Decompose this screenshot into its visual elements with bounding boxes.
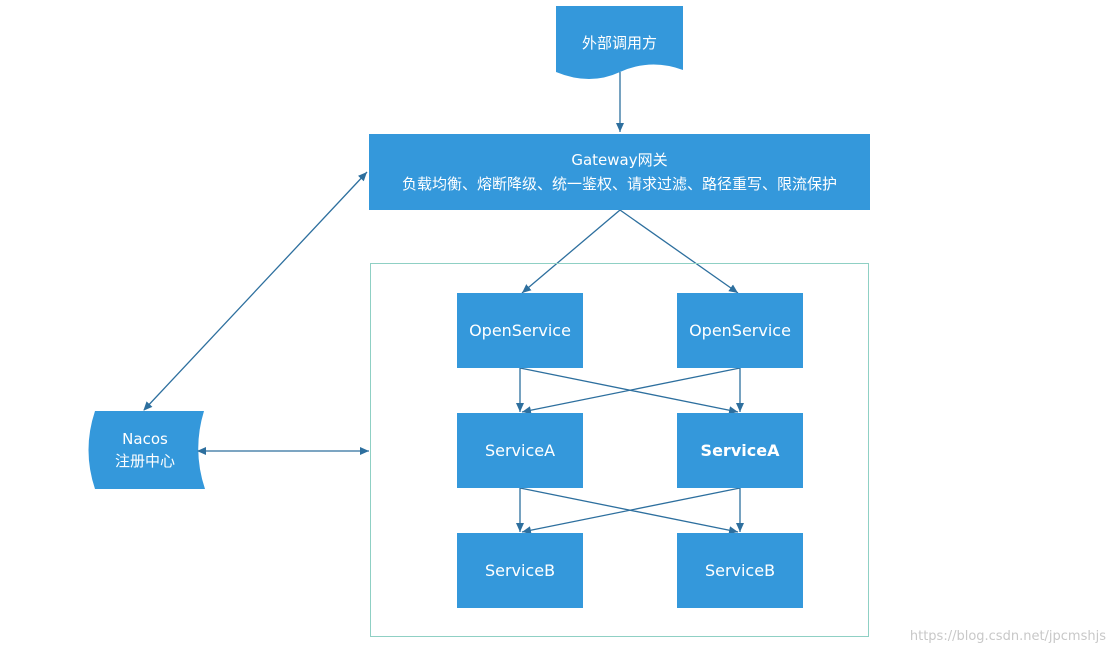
service-a-left: ServiceA (457, 413, 583, 488)
arrow-openright-to-aleft (521, 367, 741, 415)
arrow-gateway-to-open-left (521, 209, 621, 294)
nacos-shape (88, 411, 205, 489)
service-a-right: ServiceA (677, 413, 803, 488)
watermark: https://blog.csdn.net/jpcmshjs (909, 629, 1106, 644)
service-b-right: ServiceB (677, 533, 803, 608)
nacos-subtitle: 注册中心 (114, 452, 175, 470)
arrow-nacos-gateway (143, 171, 368, 411)
gateway-title: Gateway网关 (571, 151, 668, 169)
external-caller-label: 外部调用方 (581, 33, 657, 52)
services-container (370, 263, 869, 637)
arrow-gateway-to-open-right (619, 209, 739, 294)
arrow-aright-to-bleft (521, 487, 741, 535)
nacos-label: Nacos 注册中心 (90, 422, 200, 478)
open-service-right: OpenService (677, 293, 803, 368)
nacos-name: Nacos (122, 430, 168, 448)
service-b-left: ServiceB (457, 533, 583, 608)
open-service-left: OpenService (457, 293, 583, 368)
gateway-box: Gateway网关 负载均衡、熔断降级、统一鉴权、请求过滤、路径重写、限流保护 (369, 134, 870, 210)
gateway-features: 负载均衡、熔断降级、统一鉴权、请求过滤、路径重写、限流保护 (401, 175, 837, 193)
external-caller-shape (556, 6, 683, 79)
